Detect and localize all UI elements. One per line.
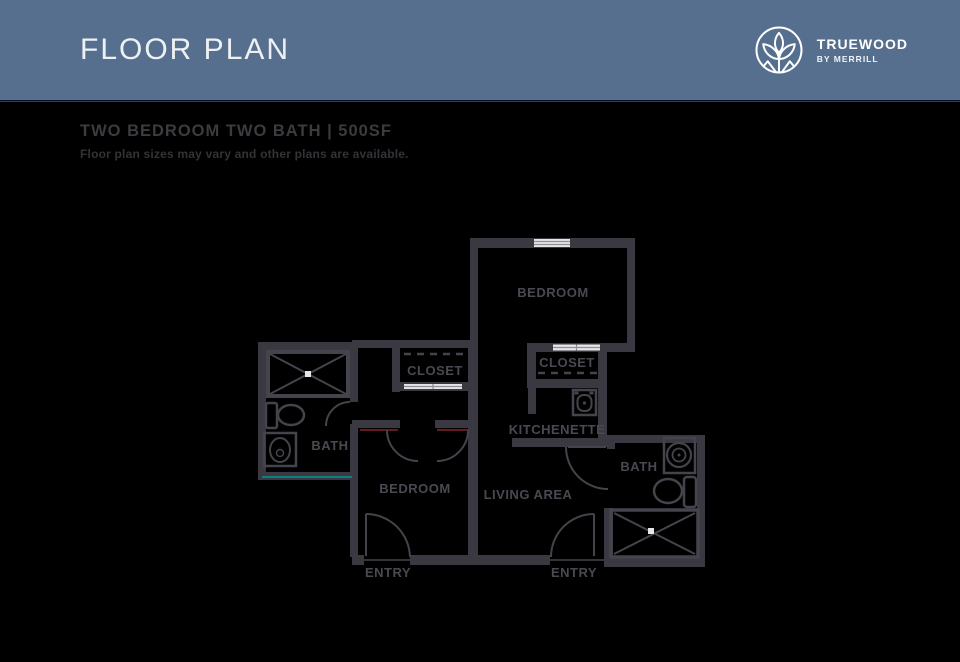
room-label-closet-right: CLOSET xyxy=(539,355,595,370)
brand-byline: BY MERRILL xyxy=(816,54,879,64)
sink-symbol-left xyxy=(262,431,298,468)
wall-segment xyxy=(468,348,478,557)
sink-symbol-right xyxy=(662,436,697,475)
walls xyxy=(258,238,705,567)
header: FLOOR PLAN TRUEWOOD BY MERRILL xyxy=(0,0,960,100)
shower-drain xyxy=(305,371,311,377)
wall-segment xyxy=(527,379,607,388)
wall-segment xyxy=(512,438,607,447)
door-arc-bath-right xyxy=(565,446,609,490)
room-label-closet-middle: CLOSET xyxy=(407,363,463,378)
sliding-door-symbol-middle-closet xyxy=(404,384,462,389)
wall-segment xyxy=(435,420,470,428)
wall-segment xyxy=(392,348,400,392)
wall-segment xyxy=(350,424,358,557)
room-labels: BEDROOM CLOSET CLOSET KITCHENETTE BATH B… xyxy=(311,285,657,580)
wall-segment xyxy=(598,343,607,447)
floor-plan: BEDROOM CLOSET CLOSET KITCHENETTE BATH B… xyxy=(240,225,720,595)
door-arc-bedroom-right xyxy=(436,429,469,462)
brand-logo: TRUEWOOD BY MERRILL xyxy=(752,23,908,77)
page-title: FLOOR PLAN xyxy=(80,33,291,66)
wall-segment xyxy=(352,555,364,565)
wall-segment xyxy=(527,343,536,388)
door-arcs xyxy=(325,401,609,561)
room-label-bath-left: BATH xyxy=(311,438,348,453)
room-label-bedroom-bottom: BEDROOM xyxy=(379,481,450,496)
wall-segment xyxy=(697,435,705,567)
room-label-kitchenette: KITCHENETTE xyxy=(509,422,606,437)
sliding-door-symbol-right-closet xyxy=(553,344,600,351)
wall-segment xyxy=(627,238,635,352)
wall-segment xyxy=(258,342,357,350)
wall-segment xyxy=(258,342,266,480)
room-label-entry-right: ENTRY xyxy=(551,565,597,580)
wall-segment xyxy=(604,557,705,567)
shower-drain xyxy=(648,528,654,534)
room-label-bath-right: BATH xyxy=(620,459,657,474)
closet-rod-lines xyxy=(404,352,600,375)
shower-symbol-right xyxy=(609,508,700,559)
wall-segment xyxy=(470,238,478,348)
wall-segment xyxy=(352,420,400,428)
door-arc-entry-left xyxy=(365,513,411,558)
floor-plan-drawing: BEDROOM CLOSET CLOSET KITCHENETTE BATH B… xyxy=(258,238,705,580)
room-label-entry-left: ENTRY xyxy=(365,565,411,580)
window-symbol xyxy=(534,239,570,247)
kitchen-sink-symbol xyxy=(571,388,598,417)
plan-title: TWO BEDROOM TWO BATH | 500SF xyxy=(80,122,392,140)
shower-symbol-left xyxy=(266,350,350,398)
toilet-symbol-right xyxy=(652,475,698,509)
wall-segment xyxy=(607,435,705,443)
room-label-living-area: LIVING AREA xyxy=(484,487,573,502)
wall-segment xyxy=(350,342,358,402)
room-label-bedroom-top: BEDROOM xyxy=(517,285,588,300)
brand-name: TRUEWOOD xyxy=(816,36,908,52)
accent-lines xyxy=(262,429,468,478)
wall-segment xyxy=(410,555,550,565)
toilet-symbol-left xyxy=(264,401,306,430)
door-arc-bath-left xyxy=(325,401,351,427)
wall-segment xyxy=(607,435,615,449)
wall-segment xyxy=(604,508,613,567)
plan-info: TWO BEDROOM TWO BATH | 500SF Floor plan … xyxy=(80,122,409,161)
plan-disclaimer: Floor plan sizes may vary and other plan… xyxy=(80,147,409,161)
wall-segment xyxy=(528,387,536,414)
door-arc-bedroom-left xyxy=(386,429,419,462)
header-accent-line xyxy=(0,100,960,102)
door-arc-entry-right xyxy=(550,513,595,558)
truewood-plant-icon xyxy=(755,26,803,74)
wall-segment xyxy=(352,340,470,348)
